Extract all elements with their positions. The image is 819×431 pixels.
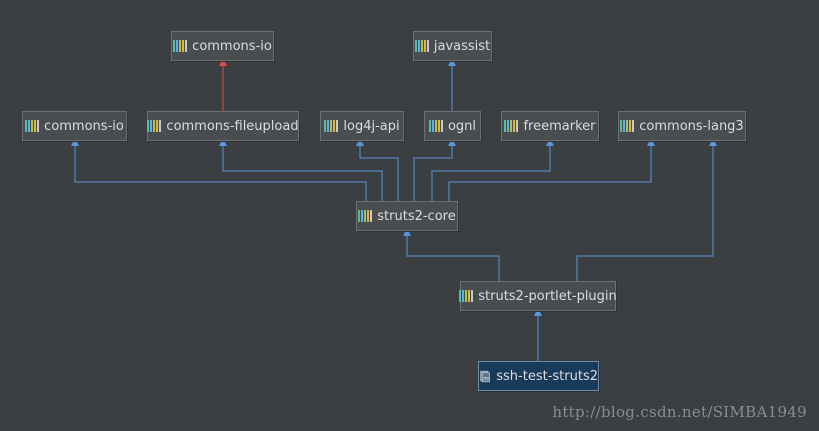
svg-text:m: m xyxy=(483,376,489,382)
library-icon xyxy=(358,210,373,222)
library-icon xyxy=(504,120,519,132)
library-icon xyxy=(173,40,188,52)
edge-core-to-freemarker xyxy=(431,138,554,201)
node-struts2-portlet-plugin[interactable]: struts2-portlet-plugin xyxy=(459,281,617,311)
library-icon xyxy=(428,120,443,132)
node-label: commons-io xyxy=(192,38,272,54)
node-label: log4j-api xyxy=(343,118,400,134)
maven-module-icon: m xyxy=(480,370,490,382)
node-label: ognl xyxy=(447,118,477,134)
edge-core-to-fileupload xyxy=(219,138,383,201)
library-icon xyxy=(620,120,635,132)
node-ssh-test-struts2[interactable]: m ssh-test-struts2 xyxy=(478,361,599,391)
node-commons-fileupload[interactable]: commons-fileupload xyxy=(147,111,299,141)
node-log4j-api[interactable]: log4j-api xyxy=(320,111,404,141)
node-label: struts2-core xyxy=(377,208,456,224)
node-label: freemarker xyxy=(523,118,596,134)
node-commons-io-top[interactable]: commons-io xyxy=(171,31,274,61)
edge-plugin-to-commons-lang3 xyxy=(576,138,717,281)
edge-core-to-log4j-api xyxy=(356,138,399,201)
node-freemarker[interactable]: freemarker xyxy=(501,111,599,141)
node-label: javassist xyxy=(433,38,491,54)
node-commons-io[interactable]: commons-io xyxy=(22,111,127,141)
node-ognl[interactable]: ognl xyxy=(424,111,481,141)
edge-plugin-to-core xyxy=(403,228,500,281)
node-label: commons-fileupload xyxy=(166,118,299,134)
library-icon xyxy=(324,120,339,132)
node-label: struts2-portlet-plugin xyxy=(478,288,617,304)
node-commons-lang3[interactable]: commons-lang3 xyxy=(618,111,746,141)
library-icon xyxy=(147,120,162,132)
library-icon xyxy=(25,120,40,132)
node-label: ssh-test-struts2 xyxy=(496,368,598,384)
edge-core-to-ognl xyxy=(413,138,456,201)
edge-core-to-commons-io xyxy=(71,138,367,201)
node-label: commons-lang3 xyxy=(639,118,744,134)
node-label: commons-io xyxy=(44,118,124,134)
node-javassist[interactable]: javassist xyxy=(413,31,492,61)
library-icon xyxy=(414,40,429,52)
node-struts2-core[interactable]: struts2-core xyxy=(356,201,458,231)
watermark-text: http://blog.csdn.net/SIMBA1949 xyxy=(552,403,807,421)
edge-core-to-commons-lang3 xyxy=(448,138,655,201)
library-icon xyxy=(459,290,474,302)
